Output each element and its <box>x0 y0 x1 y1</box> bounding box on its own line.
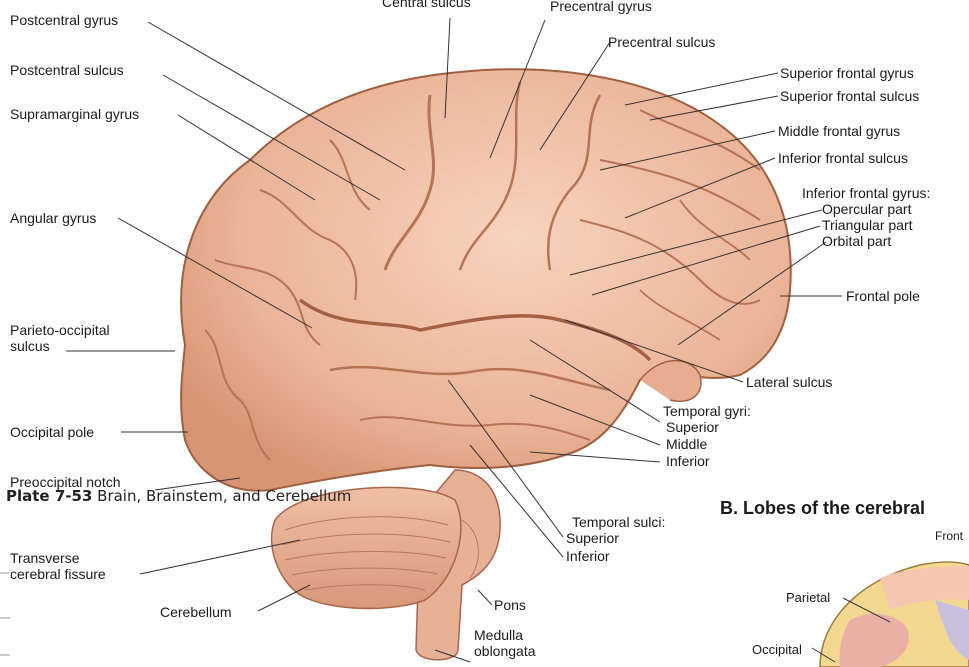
label-angular-gyrus: Angular gyrus <box>10 210 96 226</box>
label-superior-frontal-sulcus: Superior frontal sulcus <box>780 88 919 104</box>
label-orbital-part: Orbital part <box>822 233 891 249</box>
label-parieto-occipital-2: sulcus <box>10 338 50 354</box>
label-temporal-sulci-superior: Superior <box>566 530 619 546</box>
label-supramarginal-gyrus: Supramarginal gyrus <box>10 106 139 122</box>
label-temporal-gyri: Temporal gyri: <box>663 403 751 419</box>
panel-b-brain <box>820 562 969 667</box>
label-postcentral-sulcus: Postcentral sulcus <box>10 62 124 78</box>
label-temporal-gyri-inferior: Inferior <box>666 453 710 469</box>
panel-b-label-occipital: Occipital <box>752 642 802 658</box>
label-pons: Pons <box>494 597 526 613</box>
label-transverse-1: Transverse <box>10 550 80 566</box>
panel-b-label-parietal: Parietal <box>786 590 830 606</box>
label-medulla-1: Medulla <box>474 627 523 643</box>
label-transverse-2: cerebral fissure <box>10 566 106 582</box>
label-cerebellum: Cerebellum <box>160 604 232 620</box>
label-inferior-frontal-sulcus: Inferior frontal sulcus <box>778 150 908 166</box>
label-medulla-2: oblongata <box>474 643 536 659</box>
label-precentral-gyrus: Precentral gyrus <box>550 0 652 14</box>
panel-b-heading: B. Lobes of the cerebral <box>720 498 925 519</box>
label-occipital-pole: Occipital pole <box>10 424 94 440</box>
label-temporal-sulci: Temporal sulci: <box>572 514 665 530</box>
plate-caption-number: Plate 7-53 <box>6 487 92 505</box>
label-frontal-pole: Frontal pole <box>846 288 920 304</box>
label-lateral-sulcus: Lateral sulcus <box>746 374 832 390</box>
plate-caption: Plate 7-53 Brain, Brainstem, and Cerebel… <box>6 487 351 505</box>
label-inferior-frontal-gyrus: Inferior frontal gyrus: <box>802 185 930 201</box>
label-middle-frontal-gyrus: Middle frontal gyrus <box>778 123 900 139</box>
label-triangular-part: Triangular part <box>822 217 913 233</box>
label-opercular-part: Opercular part <box>822 201 911 217</box>
label-temporal-gyri-superior: Superior <box>666 419 719 435</box>
label-superior-frontal-gyrus: Superior frontal gyrus <box>780 65 914 81</box>
plate-caption-title: Brain, Brainstem, and Cerebellum <box>97 487 351 505</box>
label-parieto-occipital-1: Parieto-occipital <box>10 322 110 338</box>
label-temporal-gyri-middle: Middle <box>666 436 707 452</box>
label-temporal-sulci-inferior: Inferior <box>566 548 610 564</box>
label-precentral-sulcus: Precentral sulcus <box>608 34 715 50</box>
panel-b-label-frontal: Front <box>935 528 963 544</box>
label-central-sulcus: Central sulcus <box>382 0 471 10</box>
label-postcentral-gyrus: Postcentral gyrus <box>10 12 118 28</box>
